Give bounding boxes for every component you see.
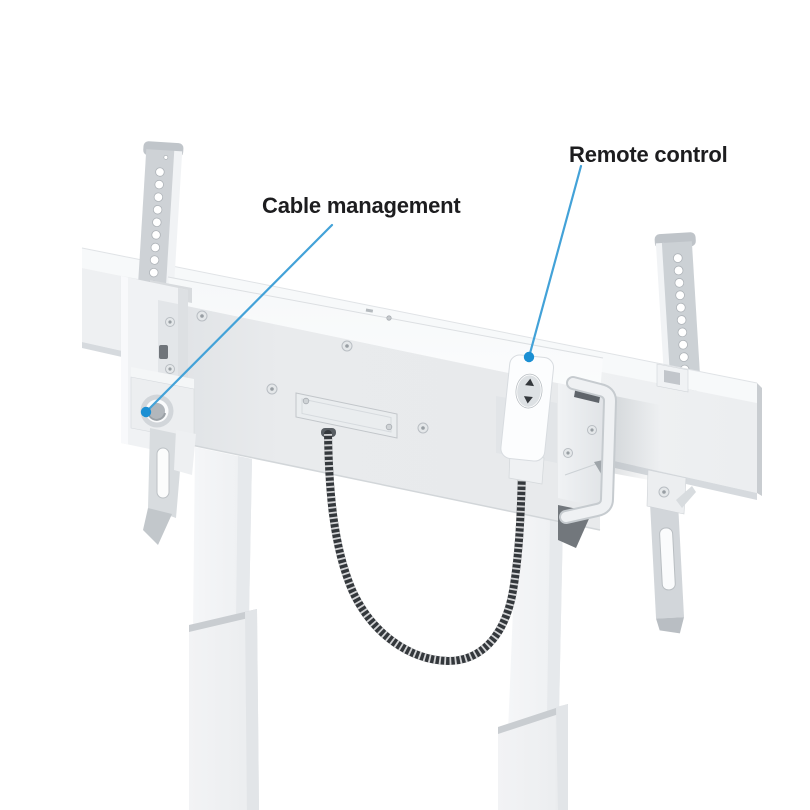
leg-right [498, 512, 568, 810]
right-strip-clamps [646, 363, 696, 515]
bracket-flange [165, 150, 183, 302]
bracket-slot [659, 527, 676, 591]
leg-right-sleeve-rim [498, 704, 568, 734]
remote-control [500, 354, 555, 462]
left-clamp-assembly [121, 276, 196, 545]
bracket-flange [655, 242, 674, 394]
tv-bracket-strip-right-lower [649, 499, 685, 634]
callout-leaders [140, 164, 583, 418]
leader-line-cable [144, 223, 334, 414]
bar-end-cap [757, 383, 762, 496]
leader-dot-cable [140, 406, 152, 418]
beam-cover-plate [295, 392, 398, 439]
leg-left [189, 447, 259, 810]
coiled-cable [324, 430, 527, 666]
remote-down-button [523, 396, 533, 404]
remote-up-button [525, 378, 535, 387]
leader-dot-remote [523, 351, 535, 363]
leg-left-sleeve-rim [189, 609, 257, 632]
tv-bracket-strip-left-upper [137, 141, 184, 302]
leg-left-lower-sleeve [189, 609, 259, 810]
remote-control-assembly [496, 354, 557, 485]
bracket-tip [656, 617, 685, 634]
bracket-plate [558, 383, 603, 508]
label-cable-management: Cable management [262, 193, 461, 218]
beam-screws [196, 310, 429, 434]
leader-line-remote [527, 164, 583, 359]
beam-top-face [168, 277, 603, 392]
label-remote-control: Remote control [569, 142, 728, 167]
handle-bracket [558, 376, 617, 548]
carry-handle [561, 378, 615, 522]
leg-right-lower-sleeve [498, 704, 568, 810]
bracket-hole-column [148, 155, 169, 290]
